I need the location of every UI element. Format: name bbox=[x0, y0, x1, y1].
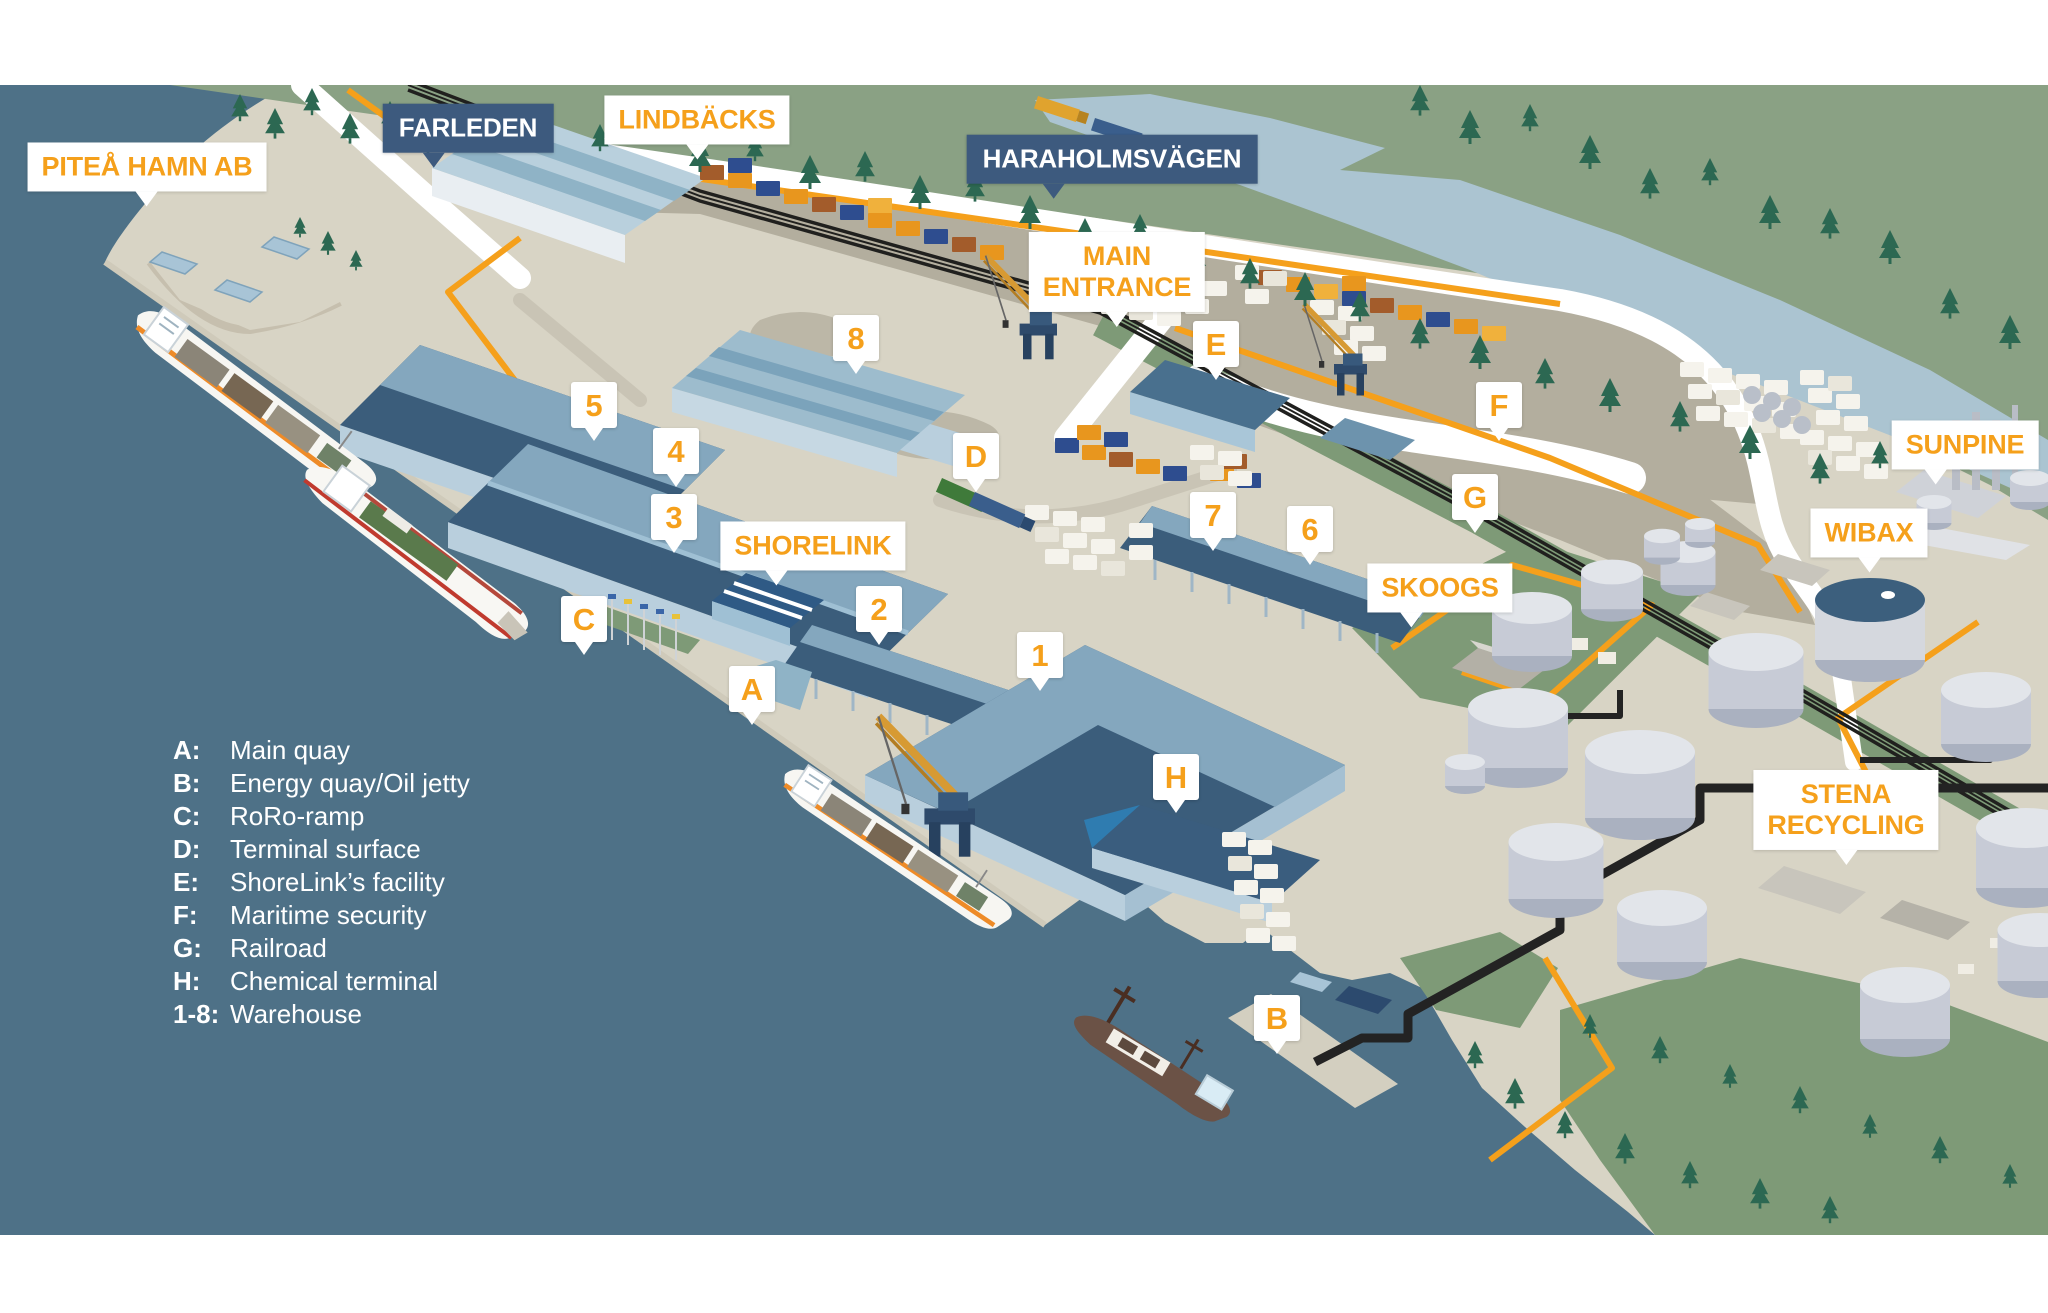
skoogs-label: SKOOGS bbox=[1367, 563, 1513, 628]
warehouse-8 bbox=[672, 330, 990, 477]
map-marker-7: 7 bbox=[1190, 492, 1236, 551]
map-marker-2: 2 bbox=[856, 586, 902, 645]
legend-row-F: F: Maritime security bbox=[173, 899, 470, 932]
legend-label: Warehouse bbox=[230, 999, 362, 1029]
map-marker-A: A bbox=[729, 666, 775, 725]
legend-row-1-8: 1-8: Warehouse bbox=[173, 998, 470, 1031]
map-marker-5: 5 bbox=[571, 382, 617, 441]
legend-row-H: H: Chemical terminal bbox=[173, 965, 470, 998]
wibax-buildings bbox=[1690, 554, 1830, 620]
legend-label: Terminal surface bbox=[230, 834, 421, 864]
legend-key: 1-8: bbox=[173, 999, 220, 1029]
legend-key: F: bbox=[173, 900, 198, 930]
pitea-hamn-label: PITEÅ HAMN AB bbox=[27, 142, 267, 207]
timber-stacks bbox=[1025, 255, 1888, 951]
map-marker-3: 3 bbox=[651, 494, 697, 553]
legend-label: Maritime security bbox=[230, 900, 427, 930]
shorelink-facility-building bbox=[592, 573, 824, 660]
forest bbox=[170, 85, 2048, 520]
map-marker-4: 4 bbox=[653, 428, 699, 487]
legend-label: Energy quay/Oil jetty bbox=[230, 768, 470, 798]
legend-key: H: bbox=[173, 966, 201, 996]
legend-row-B: B: Energy quay/Oil jetty bbox=[173, 767, 470, 800]
e-building bbox=[1130, 360, 1415, 460]
legend-label: ShoreLink’s facility bbox=[230, 867, 445, 897]
legend-key: D: bbox=[173, 834, 201, 864]
lindbacks-label: LINDBÄCKS bbox=[604, 95, 790, 160]
legend-key: A: bbox=[173, 735, 201, 765]
farleden-road-label: FARLEDEN bbox=[382, 103, 554, 167]
legend-key: B: bbox=[173, 768, 201, 798]
wibax-label: WIBAX bbox=[1810, 508, 1928, 573]
legend-key: C: bbox=[173, 801, 201, 831]
legend-row-D: D: Terminal surface bbox=[173, 833, 470, 866]
legend-label: Chemical terminal bbox=[230, 966, 439, 996]
legend-row-C: C: RoRo-ramp bbox=[173, 800, 470, 833]
stena-recycling-label: STENA RECYCLING bbox=[1753, 769, 1939, 866]
wibax-tank bbox=[1815, 578, 1925, 682]
quay-edge bbox=[103, 259, 1047, 928]
map-marker-B: B bbox=[1254, 995, 1300, 1054]
map-marker-H: H bbox=[1153, 754, 1199, 813]
bottom-margin bbox=[0, 1235, 2048, 1313]
map-marker-E: E bbox=[1193, 321, 1239, 380]
legend-label: Main quay bbox=[230, 735, 350, 765]
top-margin bbox=[0, 0, 2048, 85]
legend-key: E: bbox=[173, 867, 199, 897]
legend-row-G: G: Railroad bbox=[173, 932, 470, 965]
map-marker-C: C bbox=[561, 596, 607, 655]
sunpine-label: SUNPINE bbox=[1891, 420, 2039, 485]
tank-farm bbox=[1445, 518, 2048, 1057]
main-entrance-label: MAIN ENTRANCE bbox=[1028, 231, 1206, 328]
map-marker-F: F bbox=[1476, 382, 1522, 441]
legend-key: G: bbox=[173, 933, 202, 963]
haraholmsvagen-road-label: HARAHOLMSVÄGEN bbox=[966, 134, 1258, 198]
legend-row-A: A: Main quay bbox=[173, 734, 470, 767]
legend-label: Railroad bbox=[230, 933, 327, 963]
map-marker-8: 8 bbox=[833, 315, 879, 374]
map-marker-D: D bbox=[953, 433, 999, 492]
legend-label: RoRo-ramp bbox=[230, 801, 365, 831]
map-marker-6: 6 bbox=[1287, 506, 1333, 565]
legend-row-E: E: ShoreLink’s facility bbox=[173, 866, 470, 899]
promontory bbox=[148, 180, 425, 330]
map-marker-1: 1 bbox=[1017, 632, 1063, 691]
shorelink-label: SHORELINK bbox=[720, 521, 906, 586]
map-marker-G: G bbox=[1452, 474, 1498, 533]
